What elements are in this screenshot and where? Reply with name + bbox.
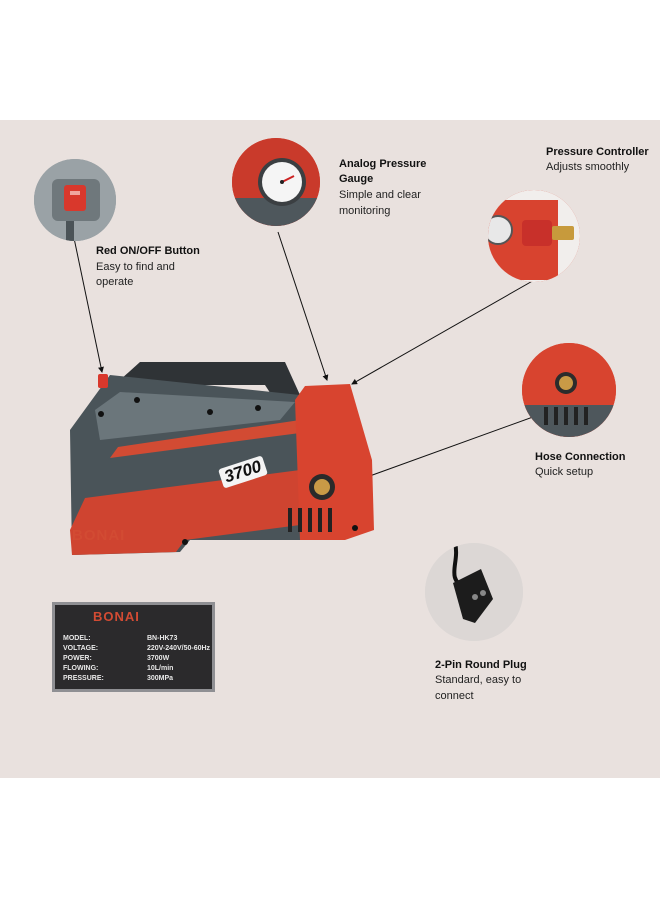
hose-connection-closeup — [522, 343, 616, 437]
pressure-gauge-closeup — [232, 138, 320, 226]
spec-label: BONAI MODEL: BN-HK73 VOLTAGE: 220V-240V/… — [52, 602, 215, 692]
feature-gauge-title-1: Analog Pressure — [339, 158, 427, 170]
feature-gauge-desc-2: monitoring — [339, 205, 391, 217]
plug-closeup — [425, 543, 523, 641]
spec-row-label: VOLTAGE: — [63, 645, 99, 652]
pointer-onoff — [73, 237, 104, 373]
spec-label-brand: BONAI — [93, 609, 140, 624]
feature-controller-desc: Adjusts smoothly — [546, 161, 630, 173]
hose-fitting-icon — [559, 376, 573, 390]
feature-plug-title: 2-Pin Round Plug — [435, 659, 527, 671]
spec-row-label: PRESSURE: — [63, 675, 104, 682]
spec-row-value: 300MPa — [147, 675, 174, 682]
controller-knob-icon — [522, 220, 552, 246]
feature-onoff-title: Red ON/OFF Button — [96, 245, 200, 257]
feature-controller-title: Pressure Controller — [546, 146, 649, 158]
feature-gauge-desc-1: Simple and clear — [339, 189, 421, 201]
spec-row-label: POWER: — [63, 655, 92, 662]
pointer-gauge — [277, 231, 329, 381]
spec-row-value: 220V-240V/50-60Hz — [147, 645, 211, 652]
spec-row-label: MODEL: — [63, 635, 91, 642]
spec-row-value: 3700W — [147, 655, 170, 662]
feature-onoff-desc-1: Easy to find and — [96, 261, 175, 273]
power-switch-icon — [64, 185, 86, 211]
pressure-controller-closeup — [488, 190, 580, 282]
onoff-button-closeup — [34, 159, 116, 241]
product-brand-logo: BONAI — [72, 527, 126, 544]
spec-row-label: FLOWING: — [63, 665, 99, 672]
feature-onoff-desc-2: operate — [96, 276, 134, 288]
feature-plug-desc-1: Standard, easy to — [435, 674, 522, 686]
feature-hose-desc: Quick setup — [535, 466, 594, 478]
feature-hose-title: Hose Connection — [535, 451, 626, 463]
feature-plug-desc-2: connect — [435, 690, 474, 702]
feature-gauge-title-2: Gauge — [339, 173, 374, 185]
spec-row-value: 10L/min — [147, 665, 174, 672]
spec-row-value: BN-HK73 — [147, 635, 178, 642]
pointer-controller — [351, 278, 537, 385]
